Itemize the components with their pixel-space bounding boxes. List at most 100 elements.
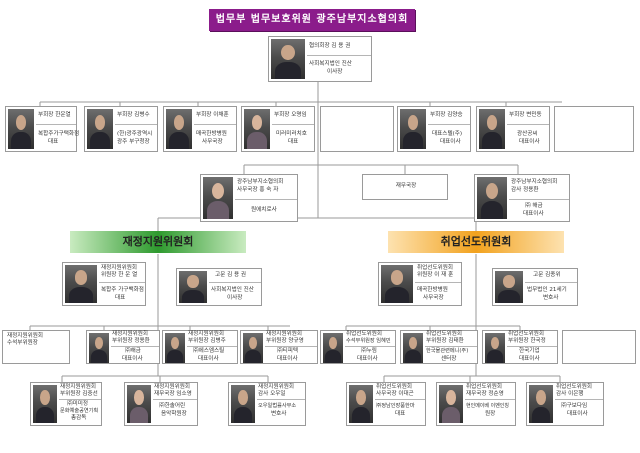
auditor-position: 대표이사 xyxy=(523,211,544,217)
finance-member-role: 부위원장 김중선 xyxy=(60,391,98,397)
secretary-photo xyxy=(203,177,233,219)
vp-card-6: 부회장 변민동 광산공씨 대표이사 xyxy=(476,106,550,152)
employment-member-card-1: 취업선도위원회 사무국장 이대곤 ㈜정남인장품한마 대표 xyxy=(346,382,426,426)
employment-member-position: 대표이사 xyxy=(567,411,588,417)
finance-chair-photo xyxy=(65,265,97,303)
auditor-role: 감사 정용환 xyxy=(511,187,539,193)
vp-org: 대표스텔(주) xyxy=(432,131,463,137)
employment-chair-head: 취업선도위원회 xyxy=(417,265,454,271)
secretary-head: 광주남부지소협의회 xyxy=(237,179,284,185)
employment-member-photo xyxy=(529,385,553,423)
vp-photo xyxy=(87,109,113,149)
employment-vice-card-1: 취업선도위원회 수석부위원장 임혜민 ㈜누림 대표이사 xyxy=(320,330,396,364)
secretary-role: 사무국장 홍 숙 자 xyxy=(237,187,279,193)
employment-member-org: 현인메이베 이벤인칭 xyxy=(466,403,509,409)
finance-member-head: 재정지원위원회 xyxy=(60,384,97,390)
auditor-photo xyxy=(477,177,507,219)
finance-chair-org: 복합주 가구백화점 xyxy=(101,287,144,293)
auditor-card: 광주남부지소협의회 감사 정용환 ㈜ 해금 대표이사 xyxy=(474,174,570,222)
vp-photo xyxy=(166,109,192,149)
finance-vice-position: 대표이사 xyxy=(122,356,143,362)
president-photo xyxy=(271,39,305,79)
finance-vice-card-2: 재정지원위원회 부위원장 정용환 ㈜해금 대표이사 xyxy=(86,330,160,364)
employment-vice-position: 대표이사 xyxy=(519,356,540,362)
employment-vice-role: 부위원장 한국정 xyxy=(508,338,546,344)
vp-card-3: 부회장 이채훈 매곡한방병원 사무국장 xyxy=(163,106,237,152)
employment-vice-photo xyxy=(403,333,423,363)
finance-chair-position: 대표 xyxy=(115,295,126,301)
employment-empty-slot xyxy=(562,330,636,364)
finance-vice-role: 부위원장 양규영 xyxy=(266,338,304,344)
finance-member-position: 문화예술공연기획 xyxy=(60,408,99,414)
vp-position: 대표이사 xyxy=(519,139,540,145)
finance-vice-head: 재정지원위원회 xyxy=(266,331,303,337)
finance-member-org: ㈜미미정 xyxy=(67,401,89,407)
vp-card-5: 부회장 김양승 대표스텔(주) 대표이사 xyxy=(397,106,471,152)
vp-card-4: 부회장 오명임 미러미러치호 대표 xyxy=(241,106,315,152)
finance-member-head: 재정지원위원회 xyxy=(258,384,295,390)
president-card: 협의회장 김 용 권 사회복지법인 진산 이사장 xyxy=(268,36,372,82)
employment-chair-card: 취업선도위원회 위원장 이 재 훈 매곡한방병원 사무국장 xyxy=(378,262,462,306)
employment-member-photo xyxy=(349,385,373,423)
finance-advisor-card: 고문 김 용 권 사회복지법인 진산 이사장 xyxy=(176,268,262,306)
finance-office-card: 재무국장 xyxy=(362,174,448,200)
vp-position: 대표이사 xyxy=(440,139,461,145)
finance-member-card-2: 재정지원위원회 재무국장 임소영 ㈜한솔어린 음악학원장 xyxy=(124,382,198,426)
employment-vice-org: 한국물관련메니(주) xyxy=(426,348,469,354)
finance-vice-head: 재정지원위원회 xyxy=(112,331,149,337)
employment-vice-head: 취업선도위원회 xyxy=(346,331,383,337)
employment-advisor-role: 고문 김종위 xyxy=(533,272,561,278)
finance-member-photo xyxy=(231,385,255,423)
finance-chair-card: 재정지원위원회 위원장 한 운 열 복합주 가구백화점 대표 xyxy=(62,262,146,306)
finance-advisor-photo xyxy=(179,271,207,303)
vp-card-1: 부회장 한운열 복합주가구택화점 대표 xyxy=(5,106,79,152)
vp-role: 부회장 김병수 xyxy=(117,112,150,118)
employment-vice-head: 취업선도위원회 xyxy=(508,331,545,337)
employment-vice-role: 부위원장 김태환 xyxy=(426,338,464,344)
vp-role: 부회장 이채훈 xyxy=(196,112,229,118)
employment-vice-org: ㈜누림 xyxy=(361,348,377,354)
employment-committee-banner: 취업선도위원회 xyxy=(388,231,564,253)
finance-vice-card-4: 재정지원위원회 부위원장 양규영 ㈜티피텍 대표이사 xyxy=(240,330,318,364)
vp-photo xyxy=(244,109,270,149)
page-title: 법무부 법무보호위원 광주남부지소협의회 xyxy=(209,9,415,31)
vp-empty-slot xyxy=(320,106,394,152)
finance-member-photo xyxy=(127,385,151,423)
auditor-org: ㈜ 해금 xyxy=(525,203,543,209)
finance-vice-role: 수석부위원장 xyxy=(7,340,38,346)
employment-vice-role: 수석부위원장 임혜민 xyxy=(346,338,391,344)
employment-member-head: 취업선도위원회 xyxy=(556,384,593,390)
finance-member-card-1: 재정지원위원회 부위원장 김중선 ㈜미미정 문화예술공연기획 총감독 xyxy=(30,382,102,426)
employment-member-org: ㈜구보다임 xyxy=(561,403,588,409)
employment-vice-card-2: 취업선도위원회 부위원장 김태환 한국물관련메니(주) 센터장 xyxy=(400,330,478,364)
vp-photo xyxy=(479,109,505,149)
president-org: 사회복지법인 진산 xyxy=(309,61,352,67)
employment-member-card-2: 취업선도위원회 재무국장 정순영 현인메이베 이벤인칭 원장 xyxy=(436,382,516,426)
finance-member-role: 재무국장 임소영 xyxy=(154,391,192,397)
vp-photo xyxy=(400,109,426,149)
vp-position: 대표 xyxy=(48,139,59,145)
finance-member-org: ㈜한솔어린 xyxy=(159,403,186,409)
employment-advisor-org: 법무법인 21세기 xyxy=(527,287,567,293)
finance-member-card-3: 재정지원위원회 감사 오우일 오우일법률사무소 변호사 xyxy=(228,382,306,426)
finance-chair-role: 위원장 한 운 열 xyxy=(101,272,138,278)
vp-role: 부회장 변민동 xyxy=(509,112,542,118)
finance-member-position: 변호사 xyxy=(271,411,287,417)
employment-member-photo xyxy=(439,385,463,423)
vp-org: 매곡한방병원 xyxy=(196,131,227,137)
employment-chair-position: 사무국장 xyxy=(423,295,444,301)
employment-vice-photo xyxy=(323,333,343,363)
employment-advisor-card: 고문 김종위 법무법인 21세기 변호사 xyxy=(492,268,578,306)
finance-vice-head: 재정지원위원회 xyxy=(7,333,44,339)
president-position: 이사장 xyxy=(327,69,343,75)
finance-vice-head: 재정지원위원회 xyxy=(188,331,225,337)
finance-member-extra: 총감독 xyxy=(71,415,87,421)
finance-committee-banner: 재정지원위원회 xyxy=(70,231,246,253)
vp-photo xyxy=(8,109,34,149)
employment-member-position: 원장 xyxy=(485,411,496,417)
vp-position: 사무국장 xyxy=(202,139,223,145)
employment-vice-org: 한국기업 xyxy=(519,348,540,354)
finance-vice-photo xyxy=(89,333,109,363)
finance-vice-role: 부위원장 정용환 xyxy=(112,338,150,344)
